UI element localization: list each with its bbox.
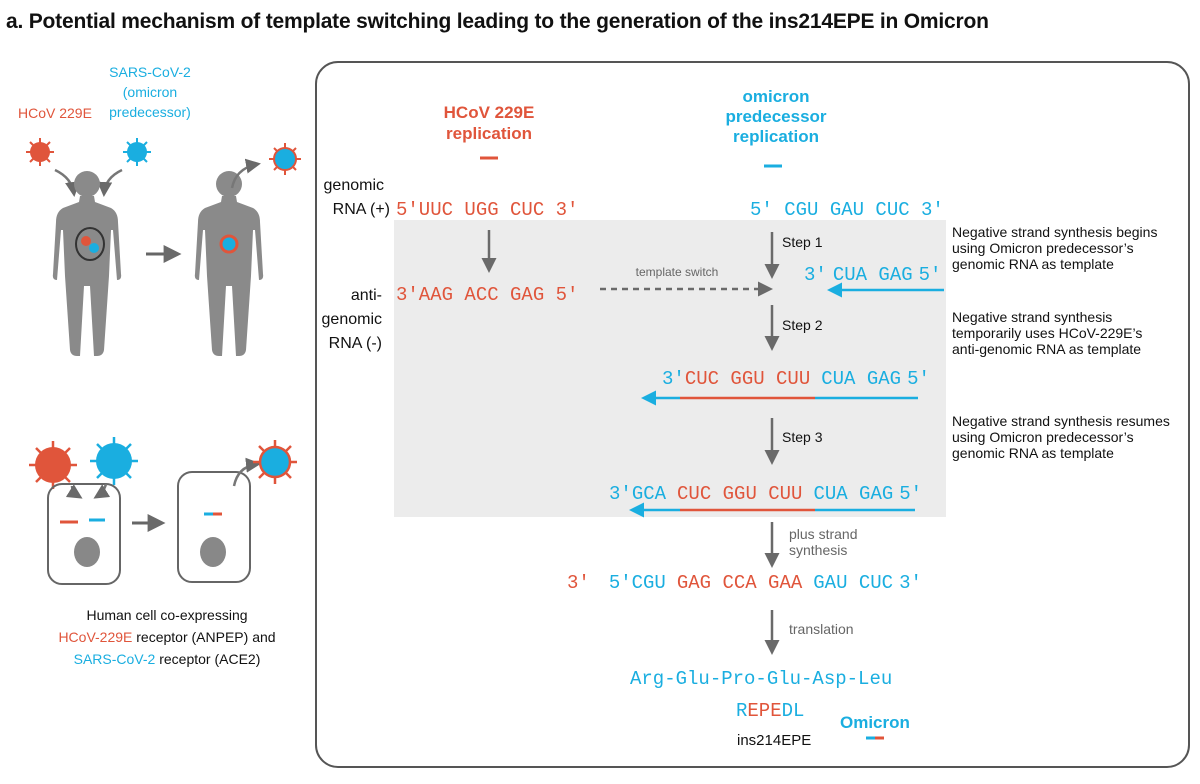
coinfected-cell-icon [75,227,105,261]
hcov-genomic-seq: 5′UUC UGG CUC 3′ [396,199,578,221]
infection-arrow-right [97,168,123,197]
svg-text:using Omicron predecessor’s: using Omicron predecessor’s [952,429,1134,445]
coexpressing-cell [47,483,121,585]
omicron-header-line3: replication [733,127,819,146]
nucleus [74,537,100,567]
figure-title: a. Potential mechanism of template switc… [6,10,989,33]
human-figure-recombinant [194,171,264,356]
svg-text:using Omicron predecessor’s: using Omicron predecessor’s [952,240,1134,256]
svg-text:genomic RNA as template: genomic RNA as template [952,445,1114,461]
ins214epe-label: ins214EPE [737,732,811,749]
svg-text:Negative strand synthesis begi: Negative strand synthesis begins [952,224,1157,240]
infected-cell [177,471,251,583]
hcov-label: HCoV 229E [18,105,92,121]
repedl-seq: REPEDL [736,700,804,722]
big-recombinant-virus-icon [253,440,297,484]
genomic-label-line1: genomic [324,177,384,194]
svg-text:Negative strand synthesis resu: Negative strand synthesis resumes [952,413,1170,429]
omicron-label: Omicron [840,713,910,732]
omicron-header-line1: omicron [742,87,809,106]
plus-strand-label-line2: synthesis [789,542,847,558]
sars-virus-icon [123,138,151,166]
step3-note: Negative strand synthesis resumes using … [952,413,1170,461]
sars-label-line1: SARS-CoV-2 [109,64,191,80]
genomic-label-line2: RNA (+) [333,201,390,218]
antigenomic-label-line1: anti- [351,287,382,304]
cell-caption-line2: HCoV-229E receptor (ANPEP) and [58,629,275,645]
template-switch-label: template switch [636,265,719,279]
infection-arrow-left [54,168,80,197]
step2-note: Negative strand synthesis temporarily us… [952,309,1142,357]
svg-text:temporarily uses HCoV-229E’s: temporarily uses HCoV-229E’s [952,325,1142,341]
antigenomic-label-line2: genomic [322,311,382,328]
left-panel: HCoV 229E SARS-CoV-2 (omicron predecesso… [18,64,301,667]
antigenomic-label-line3: RNA (-) [329,335,382,352]
translation-label: translation [789,621,854,637]
big-hcov-virus-icon [29,441,77,489]
sars-label-line2: (omicron [123,84,177,100]
recombinant-virus-icon [269,143,301,175]
peptide-seq: Arg-Glu-Pro-Glu-Asp-Leu [630,668,892,690]
sars-label-line3: predecessor) [109,104,191,120]
step2-label: Step 2 [782,317,823,333]
omicron-genomic-seq: 5′ CGU GAU CUC 3′ [750,199,944,221]
hcov-header-line2: replication [446,124,532,143]
hcov-header-line1: HCoV 229E [444,103,535,122]
svg-text:anti-genomic RNA as template: anti-genomic RNA as template [952,341,1141,357]
release-arrow [230,158,261,189]
hcov-virus-icon [26,138,54,166]
svg-text:Negative strand synthesis: Negative strand synthesis [952,309,1112,325]
step1-note: Negative strand synthesis begins using O… [952,224,1157,272]
main-panel-frame [315,61,1190,768]
step1-label: Step 1 [782,234,823,250]
svg-text:genomic RNA as template: genomic RNA as template [952,256,1114,272]
omicron-header-line2: predecessor [725,107,826,126]
cell-caption-line1: Human cell co-expressing [86,607,247,623]
big-sars-virus-icon [90,437,138,485]
step3-label: Step 3 [782,429,823,445]
cell-caption-line3: SARS-CoV-2 receptor (ACE2) [74,651,261,667]
plus-strand-label-line1: plus strand [789,526,857,542]
hcov-antigenomic-seq: 3′AAG ACC GAG 5′ [396,284,578,306]
human-figure-infected [52,171,122,356]
